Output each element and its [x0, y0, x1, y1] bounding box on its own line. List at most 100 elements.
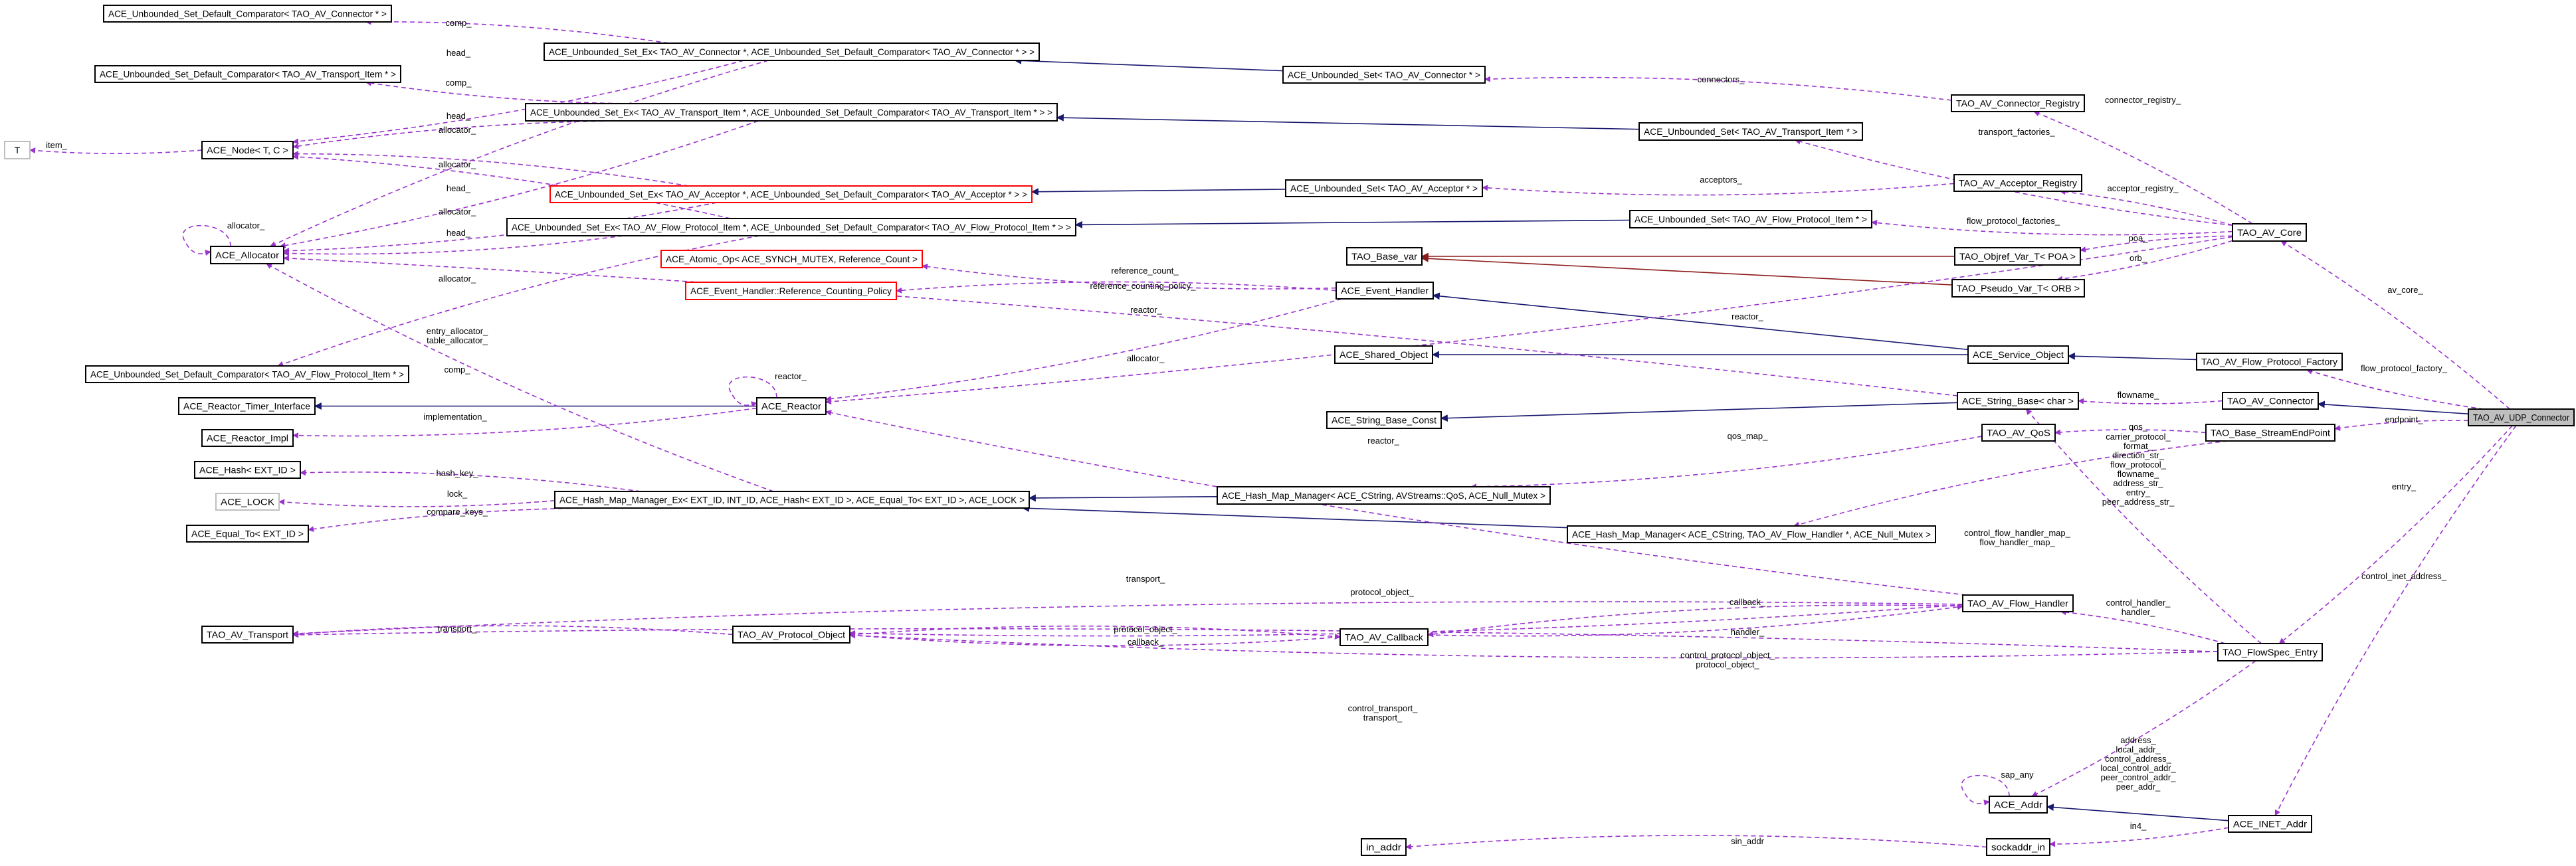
edge-label: allocator_ — [1127, 353, 1165, 363]
usage-edge-callback-to-flow_handler — [1427, 604, 1963, 637]
node-box — [4, 141, 31, 159]
class-node-lock[interactable]: ACE_LOCK — [215, 493, 280, 511]
edge-label: head_ — [446, 111, 471, 121]
class-node-flowspec[interactable]: TAO_FlowSpec_Entry — [2217, 643, 2323, 661]
edge-label: transport_ — [1126, 574, 1165, 584]
edge-label: comp_ — [445, 78, 472, 88]
node-label: TAO_FlowSpec_Entry — [2223, 647, 2318, 657]
edge-label: flow_handler_map_ — [1979, 537, 2055, 547]
template-edge-pseudo-to-base_var — [1421, 254, 1953, 286]
edge-label: transport_ — [438, 624, 477, 634]
edge-label: table_allocator_ — [427, 335, 488, 345]
class-node-inet[interactable]: ACE_INET_Addr — [2228, 815, 2312, 833]
class-node-conn_reg[interactable]: TAO_AV_Connector_Registry — [1951, 94, 2085, 112]
node-box — [2217, 643, 2323, 661]
class-node-impl[interactable]: ACE_Reactor_Impl — [201, 429, 294, 447]
class-node-fpf[interactable]: TAO_AV_Flow_Protocol_Factory — [2196, 353, 2343, 371]
class-node-hmm_ex[interactable]: ACE_Hash_Map_Manager_Ex< EXT_ID, INT_ID,… — [554, 491, 1030, 509]
class-node-set_conn[interactable]: ACE_Unbounded_Set< TAO_AV_Connector * > — [1282, 66, 1486, 84]
class-node-hash[interactable]: ACE_Hash< EXT_ID > — [194, 461, 301, 479]
class-node-in_addr[interactable]: in_addr — [1361, 838, 1407, 856]
class-node-core[interactable]: TAO_AV_Core — [2232, 223, 2307, 242]
class-node-setex_conn[interactable]: ACE_Unbounded_Set_Ex< TAO_AV_Connector *… — [544, 43, 1040, 61]
edge-label: carrier_protocol_ — [2106, 432, 2171, 442]
node-label: ACE_Equal_To< EXT_ID > — [191, 529, 304, 539]
class-node-callback[interactable]: TAO_AV_Callback — [1339, 628, 1429, 646]
usage-edge-udp-to-core — [2280, 240, 2511, 410]
node-label: ACE_Shared_Object — [1339, 349, 1428, 360]
class-node-set_fp[interactable]: ACE_Unbounded_Set< TAO_AV_Flow_Protocol_… — [1629, 210, 1872, 228]
class-node-atomic[interactable]: ACE_Atomic_Op< ACE_SYNCH_MUTEX, Referenc… — [660, 250, 923, 268]
node-label: ACE_Unbounded_Set_Ex< TAO_AV_Acceptor *,… — [555, 189, 1027, 200]
usage-edge-udp-to-inet — [2274, 425, 2517, 816]
node-box — [756, 397, 827, 415]
edge-label: local_addr_ — [2116, 744, 2161, 754]
node-label: ACE_Unbounded_Set_Default_Comparator< TA… — [108, 9, 387, 19]
class-node-sockaddr[interactable]: sockaddr_in — [1986, 838, 2050, 856]
edge-label: allocator_ — [439, 207, 476, 217]
node-label: ACE_LOCK — [221, 497, 275, 507]
node-box — [1629, 210, 1872, 228]
class-node-comp_conn[interactable]: ACE_Unbounded_Set_Default_Comparator< TA… — [103, 5, 392, 23]
class-node-setex_acc[interactable]: ACE_Unbounded_Set_Ex< TAO_AV_Acceptor *,… — [549, 185, 1033, 203]
edge-label: callback_ — [1730, 597, 1766, 607]
class-node-event_handler[interactable]: ACE_Event_Handler — [1336, 282, 1434, 300]
node-box — [1638, 122, 1863, 141]
class-node-base_var[interactable]: TAO_Base_var — [1346, 247, 1423, 266]
nodes-layer: ACE_Unbounded_Set_Default_Comparator< TA… — [4, 5, 2575, 856]
node-label: ACE_Reactor — [761, 401, 821, 412]
class-node-addr[interactable]: ACE_Addr — [1989, 796, 2048, 814]
class-node-objref[interactable]: TAO_Objref_Var_T< POA > — [1954, 247, 2081, 266]
class-node-strbase[interactable]: ACE_String_Base< char > — [1957, 392, 2079, 410]
class-node-alloc[interactable]: ACE_Allocator — [210, 246, 284, 264]
class-node-set_trans[interactable]: ACE_Unbounded_Set< TAO_AV_Transport_Item… — [1638, 122, 1863, 141]
class-node-comp_trans[interactable]: ACE_Unbounded_Set_Default_Comparator< TA… — [94, 65, 401, 83]
edge-label: protocol_object_ — [1696, 659, 1759, 669]
class-node-setex_fp[interactable]: ACE_Unbounded_Set_Ex< TAO_AV_Flow_Protoc… — [506, 218, 1076, 236]
node-box — [178, 397, 316, 415]
usage-edge-flowspec-to-flow_handler — [2060, 609, 2226, 644]
edge-label: qos_map_ — [1728, 431, 1768, 441]
class-node-hmm_fh[interactable]: ACE_Hash_Map_Manager< ACE_CString, TAO_A… — [1567, 525, 1936, 543]
edge-label: reactor_ — [1732, 311, 1763, 321]
class-node-node[interactable]: ACE_Node< T, C > — [201, 141, 294, 159]
class-node-transport[interactable]: TAO_AV_Transport — [201, 626, 294, 644]
class-node-flow_handler[interactable]: TAO_AV_Flow_Handler — [1962, 594, 2074, 612]
node-label: TAO_AV_Protocol_Object — [738, 630, 845, 640]
class-node-connector[interactable]: TAO_AV_Connector — [2222, 392, 2319, 410]
class-node-refpol[interactable]: ACE_Event_Handler::Reference_Counting_Po… — [685, 282, 897, 300]
class-node-T[interactable]: T — [4, 141, 31, 159]
edge-label: peer_addr_ — [2116, 782, 2161, 792]
class-node-equal[interactable]: ACE_Equal_To< EXT_ID > — [186, 525, 309, 543]
node-label: ACE_Event_Handler::Reference_Counting_Po… — [690, 286, 892, 296]
class-node-setex_trans[interactable]: ACE_Unbounded_Set_Ex< TAO_AV_Transport_I… — [525, 103, 1058, 122]
usage-edge-callback-to-proto — [849, 632, 1341, 647]
class-node-strbase_const[interactable]: ACE_String_Base_Const — [1326, 411, 1442, 429]
usage-edge-setex_trans-to-comp_trans — [365, 80, 669, 104]
edge-label: address_ — [2120, 735, 2156, 745]
node-box — [94, 65, 401, 83]
class-node-shared_obj[interactable]: ACE_Shared_Object — [1334, 345, 1433, 364]
class-node-qos[interactable]: TAO_AV_QoS — [1981, 424, 2056, 442]
class-node-reactor[interactable]: ACE_Reactor — [756, 397, 827, 415]
class-node-comp_fp[interactable]: ACE_Unbounded_Set_Default_Comparator< TA… — [85, 365, 409, 383]
node-label: TAO_Pseudo_Var_T< ORB > — [1957, 283, 2080, 294]
class-node-sep[interactable]: TAO_Base_StreamEndPoint — [2205, 424, 2335, 442]
usage-edge-setex_trans-to-node — [292, 120, 668, 149]
edge-label: head_ — [446, 48, 471, 58]
class-node-set_acc[interactable]: ACE_Unbounded_Set< TAO_AV_Acceptor * > — [1285, 179, 1483, 197]
node-label: ACE_Unbounded_Set< TAO_AV_Transport_Item… — [1644, 126, 1858, 137]
node-label: ACE_Hash_Map_Manager< ACE_CString, AVStr… — [1222, 490, 1545, 501]
class-node-pseudo[interactable]: TAO_Pseudo_Var_T< ORB > — [1951, 279, 2085, 298]
class-node-acc_reg[interactable]: TAO_AV_Acceptor_Registry — [1953, 174, 2082, 192]
class-node-timer_if[interactable]: ACE_Reactor_Timer_Interface — [178, 397, 316, 415]
node-box — [2228, 815, 2312, 833]
node-label: ACE_Unbounded_Set_Default_Comparator< TA… — [90, 369, 404, 380]
class-node-hmm_qos[interactable]: ACE_Hash_Map_Manager< ACE_CString, AVStr… — [1217, 486, 1551, 505]
edge-label: poa_ — [2129, 233, 2149, 243]
class-node-proto[interactable]: TAO_AV_Protocol_Object — [732, 626, 850, 644]
class-node-service_obj[interactable]: ACE_Service_Object — [1967, 345, 2069, 364]
edges-layer — [29, 19, 2517, 850]
usage-edge-proto-to-transport — [292, 625, 734, 638]
class-node-udp[interactable]: TAO_AV_UDP_Connector — [2468, 408, 2575, 426]
